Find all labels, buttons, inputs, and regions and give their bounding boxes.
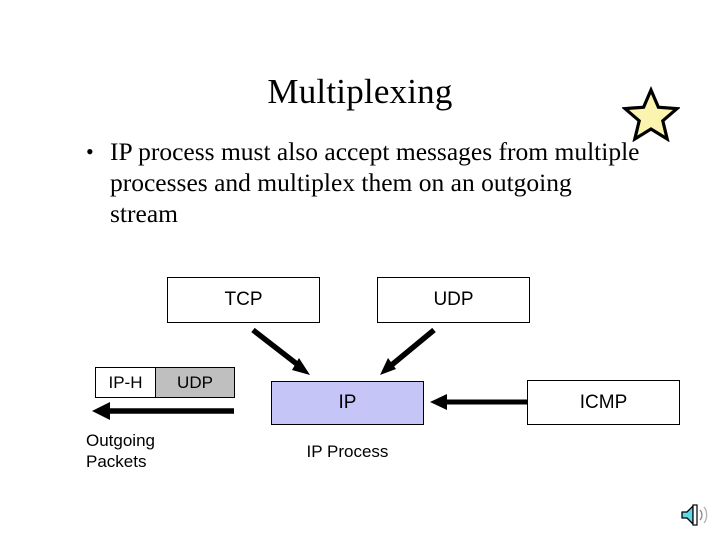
bullet-text: IP process must also accept messages fro… (110, 137, 640, 228)
connector-icmp-to-ip (430, 394, 527, 410)
caption-ip-process: IP Process (306, 442, 389, 461)
diagram-node-tcp[interactable]: TCP (167, 277, 320, 323)
diagram-node-icmp[interactable]: ICMP (527, 380, 680, 425)
caption-outgoing-packets: Outgoing Packets (86, 431, 155, 471)
diagram-node-ip-header[interactable]: IP-H (95, 367, 156, 398)
slide-title: Multiplexing (267, 72, 453, 111)
star-icon (621, 85, 681, 143)
slide-body: • IP process must also accept messages f… (86, 136, 646, 229)
sound-speaker-icon[interactable] (679, 501, 711, 529)
connector-tcp-to-ip (251, 327, 310, 375)
bullet-item: • IP process must also accept messages f… (86, 136, 646, 229)
diagram-node-udp[interactable]: UDP (377, 277, 530, 323)
connector-outgoing-packets (92, 402, 234, 420)
bullet-marker: • (86, 139, 94, 164)
diagram-node-udp-payload[interactable]: UDP (155, 367, 235, 398)
diagram-node-ip[interactable]: IP (271, 381, 424, 425)
connector-udp-to-ip (380, 327, 436, 375)
